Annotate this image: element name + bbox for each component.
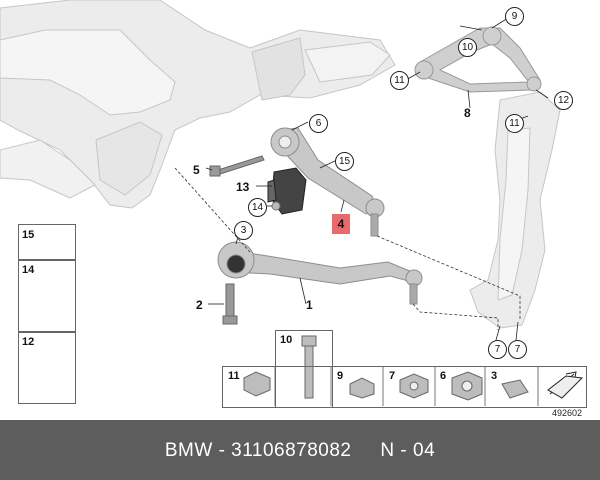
callout-7-right: 7: [508, 340, 527, 359]
callout-5: 5: [193, 163, 200, 177]
arrow-symbol-icon: [547, 371, 584, 399]
side-part-label-12: 12: [22, 336, 35, 348]
callout-4-highlighted: 4: [332, 214, 350, 234]
callout-12: 12: [554, 91, 573, 110]
callout-9: 9: [505, 7, 524, 26]
parts-diagram: 9 10 11 8 12 11 6 5 15 13 14 4 3 2 1 7 7…: [0, 0, 587, 418]
nut-14-part: [271, 201, 281, 211]
callout-14: 14: [248, 198, 267, 217]
bolt-5: [209, 155, 265, 177]
bottom-part-drawings: [243, 335, 529, 401]
bolt-2: [222, 283, 238, 325]
diagram-drawing: [0, 0, 584, 406]
side-part-label-14: 14: [22, 264, 35, 276]
callout-7-left: 7: [488, 340, 507, 359]
wishbone: [217, 241, 423, 305]
tension-strut: [270, 127, 385, 237]
bottom-part-label-10: 10: [280, 334, 293, 346]
side-part-box-15: [18, 224, 76, 261]
callout-11-knuckle: 11: [505, 114, 524, 133]
callout-6: 6: [309, 114, 328, 133]
assembly-lines: [174, 167, 521, 330]
side-part-box-12: [18, 331, 76, 404]
bottom-parts-strip: [222, 366, 587, 408]
part-number-caption: BMW - 31106878082 N - 04: [164, 440, 436, 461]
steering-knuckle: [469, 91, 561, 329]
callout-1: 1: [306, 298, 313, 312]
callout-8: 8: [464, 106, 471, 120]
subframe: [0, 0, 396, 209]
callout-2: 2: [196, 298, 203, 312]
upper-control-arm: [414, 26, 542, 93]
side-part-box-14: [18, 259, 76, 333]
bottom-part-label-7: 7: [389, 370, 396, 382]
side-part-label-15: 15: [22, 229, 35, 241]
bottom-part-label-11: 11: [228, 370, 240, 382]
bottom-part-label-9: 9: [337, 370, 344, 382]
bush-13: [267, 167, 307, 215]
bottom-part-label-6: 6: [440, 370, 447, 382]
callout-13: 13: [236, 180, 250, 194]
diagram-reference-number: 492602: [552, 408, 583, 418]
callout-3: 3: [234, 221, 253, 240]
bottom-part-label-3: 3: [491, 370, 498, 382]
footer-bar: BMW - 31106878082 N - 04: [0, 420, 600, 480]
callout-10: 10: [458, 38, 477, 57]
callout-11-upper: 11: [390, 71, 409, 90]
callout-15: 15: [335, 152, 354, 171]
